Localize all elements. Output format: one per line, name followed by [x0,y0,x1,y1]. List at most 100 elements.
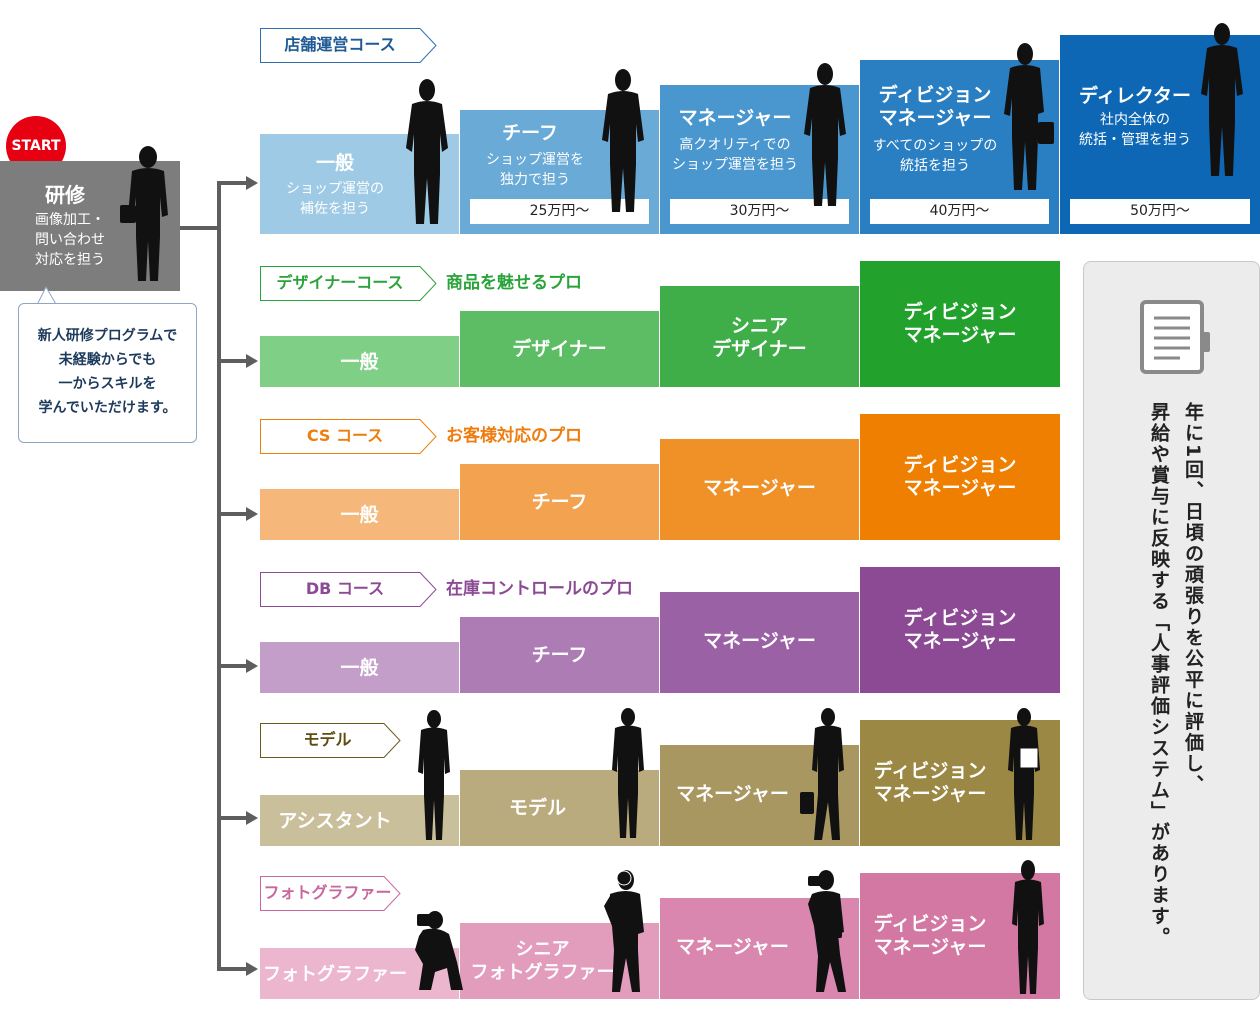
store-step-5-desc-2: 統括・管理を担う [1079,132,1191,148]
course-tag-cs: CS コース [260,419,440,454]
model-model-silhouette-icon [612,708,644,838]
designer-step-3-title-2: デザイナー [712,338,807,360]
connector-branch-store [217,181,247,185]
cs-step-3-title: マネージャー [703,477,816,499]
cs-step-3: マネージャー [660,439,859,540]
store-step-3-title: マネージャー [678,107,792,129]
photo-step-2-title-2: フォトグラファー [470,962,615,983]
designer-step-4-title-1: ディビジョン [903,301,1017,323]
store-step-4-desc-2: 統括を担う [900,158,970,174]
course-tag-arrow-store [260,28,437,63]
store-step-3-desc-1: 高クオリティでの [679,137,791,153]
course-tag-cs-label: CS コース [306,426,384,445]
store-step-4-title-1: ディビジョン [878,84,992,106]
bubble-line-4: 学んでいただけます。 [38,400,177,416]
cs-step-2: チーフ [460,464,659,540]
training-desc-3: 対応を担う [35,252,105,268]
db-step-1: 一般 [260,642,459,693]
store-step-1-title: 一般 [315,152,354,174]
designer-slogan: 商品を魅せるプロ [446,273,582,293]
store-step-4-title-2: マネージャー [878,107,992,129]
training-desc-1: 画像加工・ [35,212,105,228]
course-tag-db-label: DB コース [305,579,385,598]
connector-branch-cs [217,512,247,516]
training-desc-2: 問い合わせ [35,232,105,248]
course-tag-model-label: モデル [303,730,352,749]
photographer-crouching-silhouette-icon [415,911,463,990]
designer-step-3-title-1: シニア [730,315,788,337]
model-manager-silhouette-icon [800,708,844,840]
cs-step-4-title-2: マネージャー [903,477,1017,499]
db-step-4-title-2: マネージャー [903,630,1017,652]
cs-step-4: ディビジョン マネージャー [860,414,1060,540]
connector-arrow-photo [246,962,258,976]
designer-step-4-title-2: マネージャー [903,324,1017,346]
connector-branch-designer [217,359,247,363]
connector-arrow-db [246,659,258,673]
senior-photographer-silhouette-icon [604,870,644,992]
bubble-line-3: 一からスキルを [58,376,157,392]
photo-manager-silhouette-icon [808,870,846,992]
store-manager-silhouette-icon [804,63,846,206]
connector-branch-db [217,664,247,668]
bubble-line-2: 未経験からでも [58,352,157,368]
cs-step-4-title-1: ディビジョン [903,454,1017,476]
connector-trunk-horizontal [180,226,220,230]
course-tag-photo-label: フォトグラファー [263,883,392,902]
bubble-line-1: 新人研修プログラムで [37,328,178,344]
designer-step-4: ディビジョン マネージャー [860,261,1060,387]
designer-step-2: デザイナー [460,311,659,387]
model-division-manager-silhouette-icon [1008,708,1040,840]
training-title: 研修 [45,183,85,207]
course-tag-store-label: 店舗運営コース [284,35,396,54]
course-tag-designer: デザイナーコース [260,266,440,301]
db-step-4: ディビジョン マネージャー [860,567,1060,693]
connector-arrow-designer [246,354,258,368]
cs-slogan: お客様対応のプロ [446,426,582,446]
store-step-2-title: チーフ [502,122,558,144]
connector-branch-model [217,816,247,820]
model-step-4-title-1: ディビジョン [873,760,987,782]
db-step-3: マネージャー [660,592,859,693]
store-director-silhouette-icon [1201,23,1243,176]
store-step-1-desc-1: ショップ運営の [286,181,384,197]
course-tag-designer-label: デザイナーコース [276,273,404,292]
db-step-2: チーフ [460,617,659,693]
course-tag-arrow-model [260,723,401,758]
photo-step-2-title-1: シニア [515,939,570,960]
store-step-5-title: ディレクター [1079,85,1191,107]
course-tag-photo: フォトグラファー [260,876,405,911]
model-assistant-silhouette-icon [418,710,450,840]
course-tag-arrow-photo [260,876,401,911]
photo-step-4-title-1: ディビジョン [873,913,987,935]
course-tag-arrow-cs [260,419,437,454]
course-tag-model: モデル [260,723,405,758]
document-icon [1140,300,1210,374]
course-tag-arrow-designer [260,266,437,301]
photo-step-2: シニア フォトグラファー [460,923,659,999]
designer-step-1: 一般 [260,336,459,387]
store-staff-silhouette-icon [406,79,448,224]
store-step-4-desc-1: すべてのショップの [872,138,998,154]
db-slogan: 在庫コントロールのプロ [446,579,633,599]
store-step-3-desc-2: ショップ運営を担う [672,157,798,173]
connector-arrow-model [246,811,258,825]
connector-trunk-vertical [217,181,221,971]
store-step-1-desc-2: 補佐を担う [300,201,370,217]
photo-division-manager-silhouette-icon [1012,860,1044,994]
store-step-2-desc-2: 独力で担う [500,172,570,188]
designer-step-2-title: デザイナー [512,338,607,360]
store-step-5-desc-1: 社内全体の [1100,112,1170,128]
connector-branch-photo [217,967,247,971]
connector-arrow-cs [246,507,258,521]
evaluation-text-line-1: 年に1回、日頃の頑張りを公平に評価し、 [1182,402,1204,796]
evaluation-panel: 年に1回、日頃の頑張りを公平に評価し、 昇給や賞与に反映する「人事評価システム」… [1083,261,1260,1000]
photo-step-3-title: マネージャー [676,936,789,958]
model-step-3-title: マネージャー [676,783,789,805]
db-step-1-title: 一般 [340,657,379,679]
photo-step-4-title-2: マネージャー [873,936,987,958]
training-bubble: 新人研修プログラムで 未経験からでも 一からスキルを 学んでいただけます。 [18,303,197,443]
model-step-2-title: モデル [508,797,566,819]
photo-step-1-title: フォトグラファー [263,964,407,985]
store-step-2-desc-1: ショップ運営を [486,152,584,168]
